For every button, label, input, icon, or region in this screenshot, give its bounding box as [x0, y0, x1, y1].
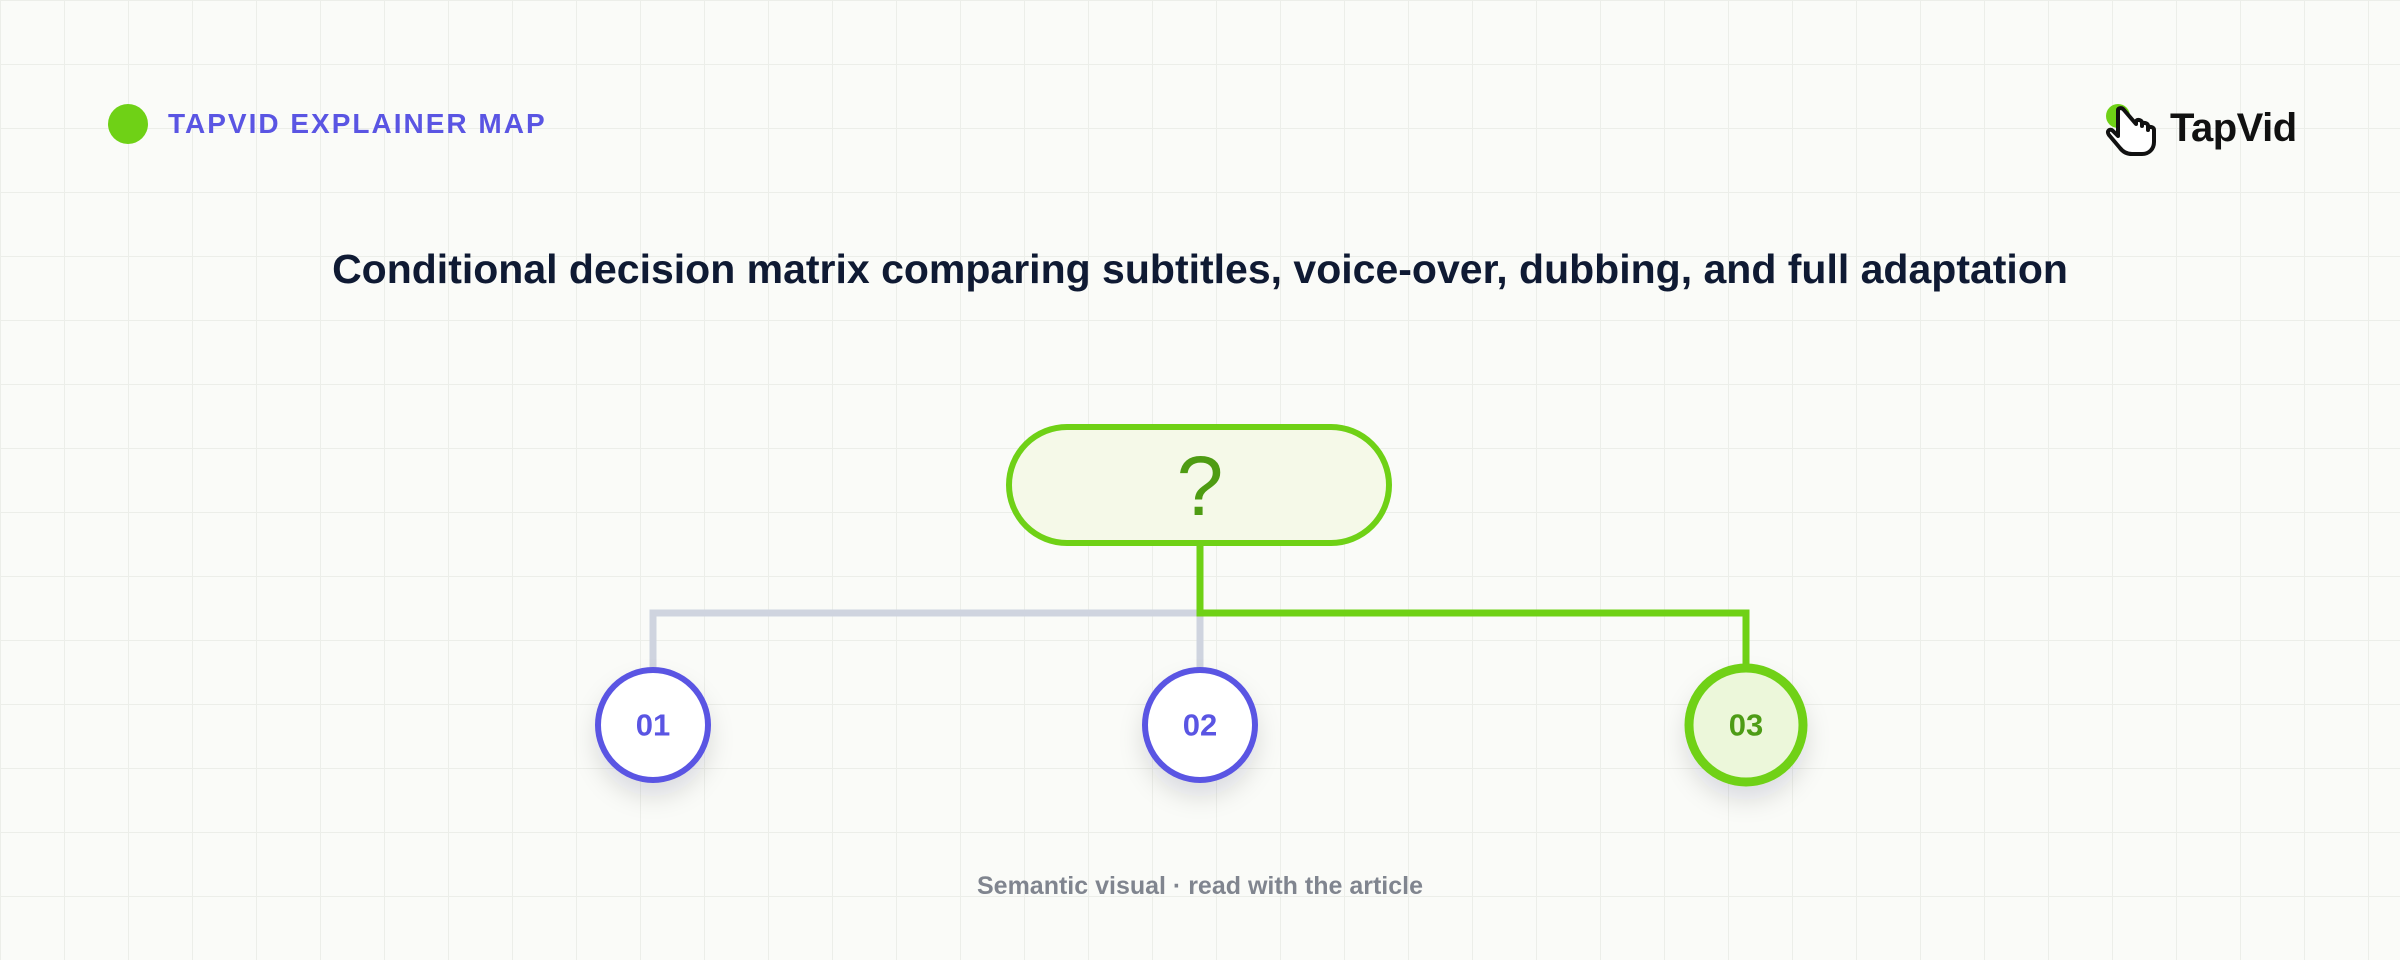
brand-header: TAPVID EXPLAINER MAP — [108, 104, 547, 144]
footer-caption: Semantic visual · read with the article — [977, 872, 1423, 900]
option-node-03: 03 — [1684, 663, 1808, 787]
tap-hand-icon — [2105, 104, 2156, 156]
connector-option-01 — [649, 609, 1200, 670]
option-node-01: 01 — [595, 667, 711, 783]
option-label-03: 03 — [1729, 708, 1763, 743]
page-title: Conditional decision matrix comparing su… — [332, 246, 2068, 292]
root-decision-node: ? — [1006, 424, 1392, 546]
option-node-02: 02 — [1142, 667, 1258, 783]
brand-dot-icon — [108, 104, 148, 144]
option-label-02: 02 — [1183, 708, 1217, 743]
logo-text: TapVid — [2170, 105, 2297, 150]
tapvid-logo: TapVid — [2104, 96, 2297, 160]
root-question-mark: ? — [1177, 439, 1224, 533]
connector-option-03-highlight — [1196, 544, 1750, 670]
option-label-01: 01 — [636, 708, 670, 743]
brand-label: TAPVID EXPLAINER MAP — [168, 108, 547, 139]
